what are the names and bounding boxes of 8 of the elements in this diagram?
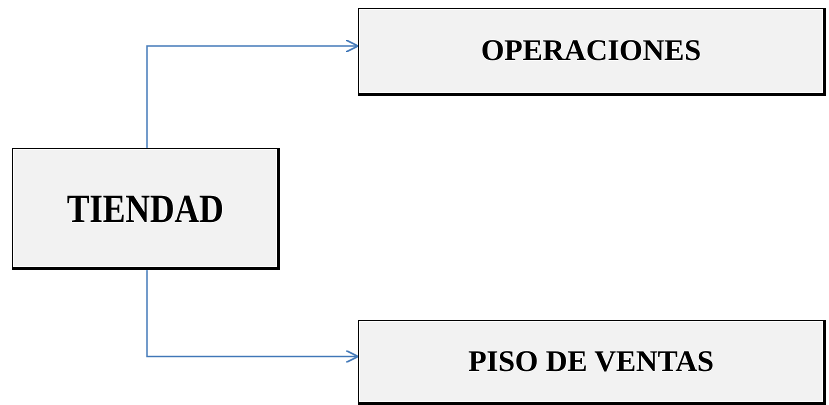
process-box: [358, 320, 826, 405]
box-label: OPERACIONES: [480, 34, 702, 68]
connector-arrow: [146, 270, 359, 364]
process-box: [12, 148, 280, 270]
box-label: PISO DE VENTAS: [468, 344, 714, 378]
process-box: [358, 8, 826, 96]
box-label: TIENDAD: [66, 184, 224, 232]
connector-arrow: [146, 39, 359, 148]
